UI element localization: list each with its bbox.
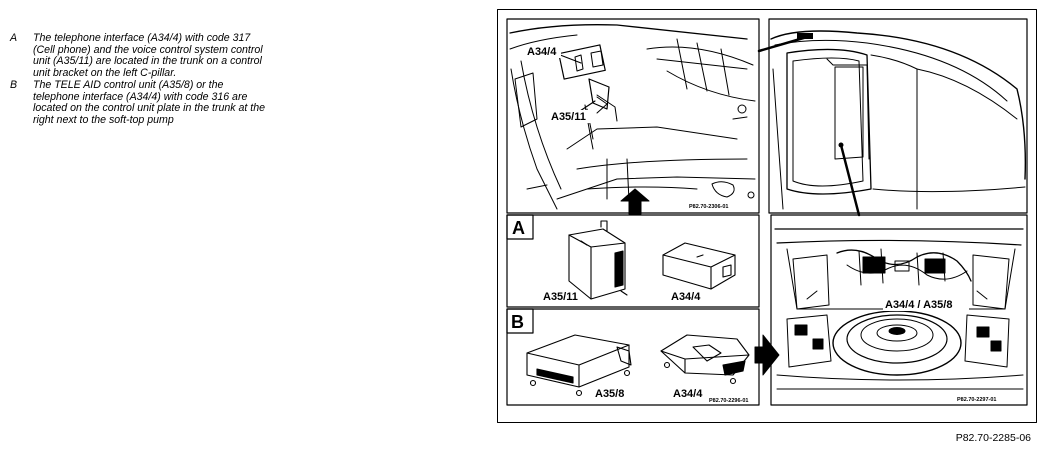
a34-4-unit-icon-a (662, 242, 736, 290)
legend: A The telephone interface (A34/4) with c… (10, 32, 272, 127)
top-view-pointer-down (839, 143, 861, 217)
code-trunk-view: P82.70-2306-01 (689, 204, 728, 210)
a34-4-unit-icon-b (660, 334, 750, 385)
panel-b-letter: B (511, 312, 524, 332)
label-a34-4-panel-a: A34/4 (671, 291, 701, 303)
figure-reference: P82.70-2285-06 (955, 432, 1031, 444)
code-panel-b: P82.70-2296-01 (709, 398, 748, 404)
legend-text: The TELE AID control unit (A35/8) or the… (33, 78, 266, 126)
label-a35-8-panel: A35/8 (595, 388, 624, 400)
legend-key: B (10, 78, 18, 91)
panel-a-letter: A (512, 218, 525, 238)
top-view-pointer (757, 35, 809, 53)
a35-11-unit-icon (568, 220, 628, 300)
figure: A34/4 A35/11 P82.70-2306-01 A A35/11 (497, 9, 1037, 423)
label-a35-11-panel: A35/11 (543, 291, 578, 303)
a35-8-unit-icon (526, 334, 632, 397)
legend-item-a: A The telephone interface (A34/4) with c… (10, 32, 272, 80)
legend-key: A (10, 32, 18, 44)
code-right-view: P82.70-2297-01 (957, 397, 996, 403)
panel-a (506, 214, 760, 308)
label-a34-4-trunk: A34/4 (527, 46, 557, 58)
legend-item-b: B The TELE AID control unit (A35/8) or t… (10, 78, 272, 127)
arrow-up (620, 188, 650, 215)
label-a34-4-a35-8: A34/4 / A35/8 (885, 299, 952, 311)
car-top-view (768, 18, 1028, 214)
label-a34-4-panel-b: A34/4 (673, 388, 703, 400)
legend-text: The telephone interface (A34/4) with cod… (33, 32, 263, 80)
label-a35-11-trunk: A35/11 (551, 111, 586, 123)
